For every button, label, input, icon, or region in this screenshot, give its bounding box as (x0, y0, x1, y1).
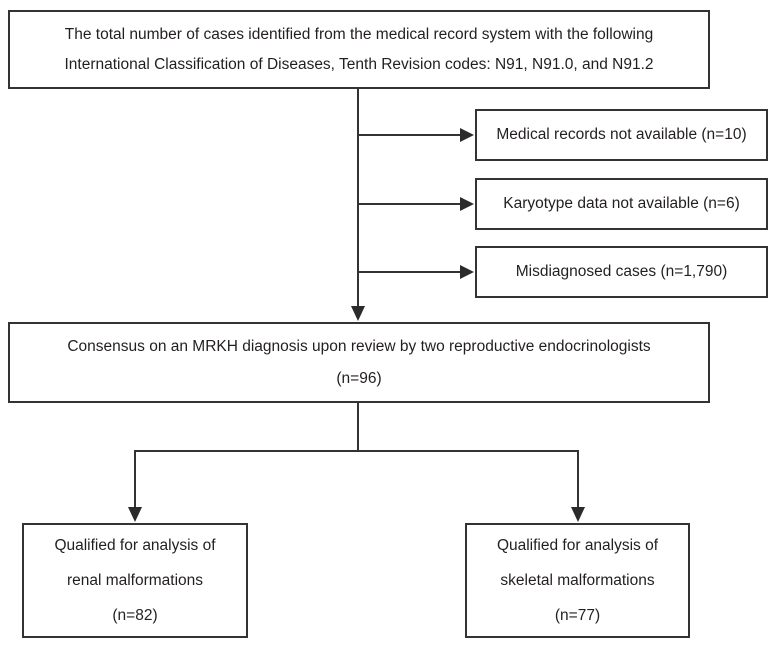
arrow-to-exclusion-3-head (460, 265, 474, 279)
split-connector-line (135, 403, 578, 452)
exclusion-box-karyotype: Karyotype data not available (n=6) (475, 178, 768, 230)
outcome-skeletal-count: (n=77) (554, 607, 601, 624)
arrow-to-skeletal-head (571, 507, 585, 522)
exclusion-label: Medical records not available (n=10) (496, 126, 747, 143)
total-cases-text-line1: The total number of cases identified fro… (64, 25, 654, 43)
arrow-top-to-consensus-head (351, 306, 365, 321)
arrow-to-renal-head (128, 507, 142, 522)
outcome-box-skeletal: Qualified for analysis of skeletal malfo… (465, 523, 690, 638)
total-cases-box: The total number of cases identified fro… (8, 10, 710, 89)
total-cases-text-line2: International Classification of Diseases… (64, 55, 654, 73)
exclusion-label: Karyotype data not available (n=6) (503, 195, 740, 212)
exclusion-label: Misdiagnosed cases (n=1,790) (515, 263, 728, 280)
outcome-renal-line2: renal malformations (66, 572, 204, 589)
exclusion-box-medical-records: Medical records not available (n=10) (475, 109, 768, 161)
consensus-text-line1: Consensus on an MRKH diagnosis upon revi… (67, 337, 651, 355)
arrow-to-exclusion-1-head (460, 128, 474, 142)
outcome-skeletal-line2: skeletal malformations (500, 572, 655, 589)
consensus-box: Consensus on an MRKH diagnosis upon revi… (8, 322, 710, 403)
exclusion-box-misdiagnosed: Misdiagnosed cases (n=1,790) (475, 246, 768, 298)
outcome-renal-line1: Qualified for analysis of (54, 537, 216, 554)
outcome-skeletal-line1: Qualified for analysis of (496, 537, 659, 554)
outcome-box-renal: Qualified for analysis of renal malforma… (22, 523, 248, 638)
arrow-to-exclusion-2-head (460, 197, 474, 211)
outcome-renal-count: (n=82) (112, 607, 158, 624)
consensus-text-line2: (n=96) (336, 369, 382, 387)
